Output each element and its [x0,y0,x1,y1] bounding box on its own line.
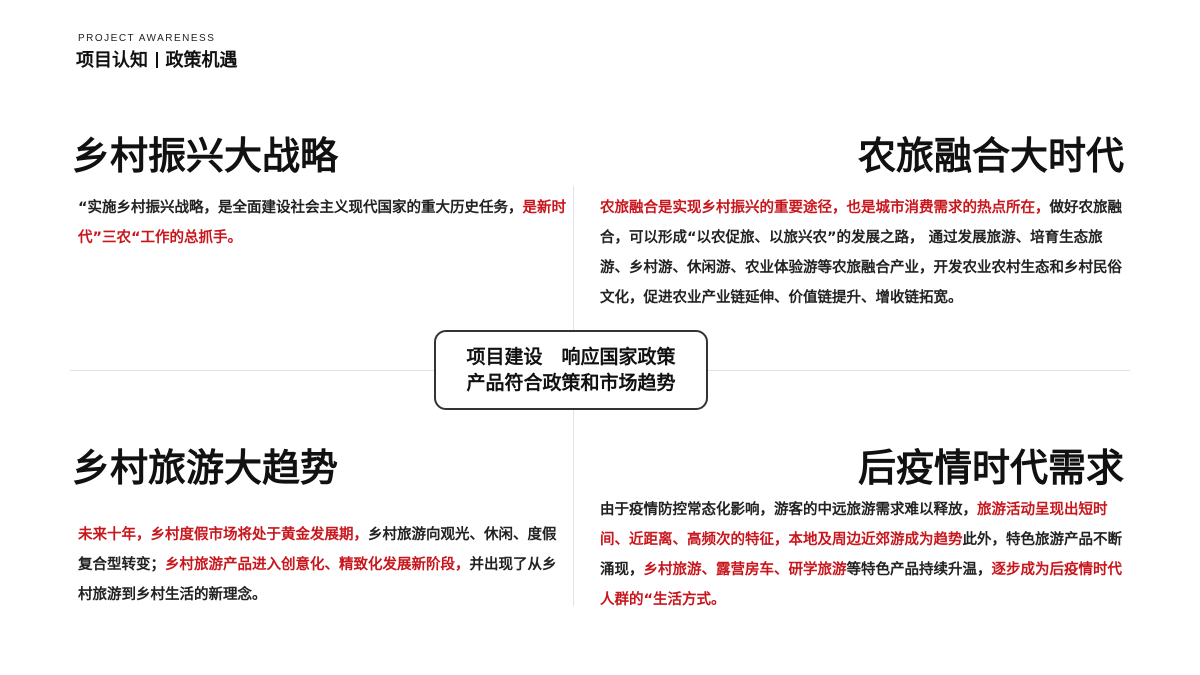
text-segment: 此外，特色旅游产品不断涌现， [600,532,1122,578]
quadrant-text-rural-tourism: 未来十年，乡村度假市场将处于黄金发展期，乡村旅游向观光、休闲、度假复合型转变；乡… [78,520,570,610]
quadrant-text-rural-revitalization: “实施乡村振兴战略，是全面建设社会主义现代国家的重大历史任务，是新时代”三农“工… [78,193,568,253]
text-segment: 等特色产品持续升温， [846,562,992,578]
page-title-section: 项目认知 [76,50,148,71]
text-segment: 乡村旅游向观光、休闲、度假复合型转变； [78,527,557,573]
title-divider [156,52,158,68]
text-segment: 做好农旅融合，可以形成“以农促旅、以旅兴农”的发展之路， 通过发展旅游、培育生态… [600,200,1122,306]
text-highlight: 逐步成为后疫情时代人群的“生活方式。 [600,562,1122,608]
text-highlight: 是新时代”三农“工作的总抓手。 [78,200,567,246]
quadrant-title-post-pandemic: 后疫情时代需求 [857,446,1124,490]
text-segment: “实施乡村振兴战略，是全面建设社会主义现代国家的重大历史任务， [78,200,523,216]
text-highlight: 乡村旅游、露营房车、研学旅游 [643,562,847,578]
page-title: 项目认知政策机遇 [76,46,238,72]
text-highlight: 旅游活动呈现出短时间、近距离、高频次的特征，本地及周边近郊游成为趋势 [600,502,1108,548]
text-segment: 由于疫情防控常态化影响，游客的中远旅游需求难以释放， [600,502,977,518]
page-title-topic: 政策机遇 [165,50,238,71]
quadrant-text-agri-tourism: 农旅融合是实现乡村振兴的重要途径，也是城市消费需求的热点所在，做好农旅融合，可以… [600,193,1130,313]
quadrant-title-rural-tourism: 乡村旅游大趋势 [72,446,339,490]
center-line-2: 产品符合政策和市场趋势 [466,372,676,394]
header-subtitle-en: PROJECT AWARENESS [78,33,216,44]
quadrant-title-rural-revitalization: 乡村振兴大战略 [72,134,339,178]
text-highlight: 乡村旅游产品进入创意化、精致化发展新阶段， [165,557,470,573]
center-line-1: 项目建设 响应国家政策 [466,346,676,368]
text-segment: 并出现了从乡村旅游到乡村生活的新理念。 [78,557,557,603]
text-highlight: 农旅融合是实现乡村振兴的重要途径，也是城市消费需求的热点所在， [600,200,1050,216]
quadrant-title-agri-tourism: 农旅融合大时代 [857,134,1124,178]
quadrant-text-post-pandemic: 由于疫情防控常态化影响，游客的中远旅游需求难以释放，旅游活动呈现出短时间、近距离… [600,495,1135,615]
text-highlight: 未来十年，乡村度假市场将处于黄金发展期， [78,527,368,543]
center-theme-box: 项目建设 响应国家政策 产品符合政策和市场趋势 [434,330,708,410]
